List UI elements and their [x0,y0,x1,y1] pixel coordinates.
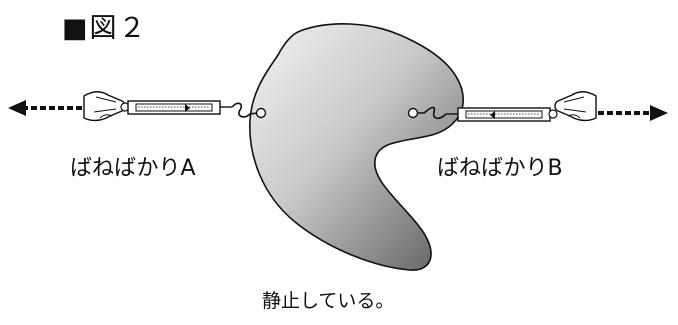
spring-scale-b-label: ばねばかりB [437,156,563,181]
hole-right [407,107,419,119]
left-pull-arrow [8,100,86,116]
right-pull-arrow [598,105,668,121]
hole-left [255,107,267,119]
figure-title: ■図２ [62,13,148,44]
spring-scale-a [120,100,258,118]
spring-scale-a-label: ばねばかりA [70,156,196,181]
right-hand-icon [554,91,597,122]
caption-stationary: 静止している。 [262,290,395,312]
spring-scale-b [417,106,558,122]
left-hand-icon [83,91,126,122]
irregular-plate [249,23,464,271]
